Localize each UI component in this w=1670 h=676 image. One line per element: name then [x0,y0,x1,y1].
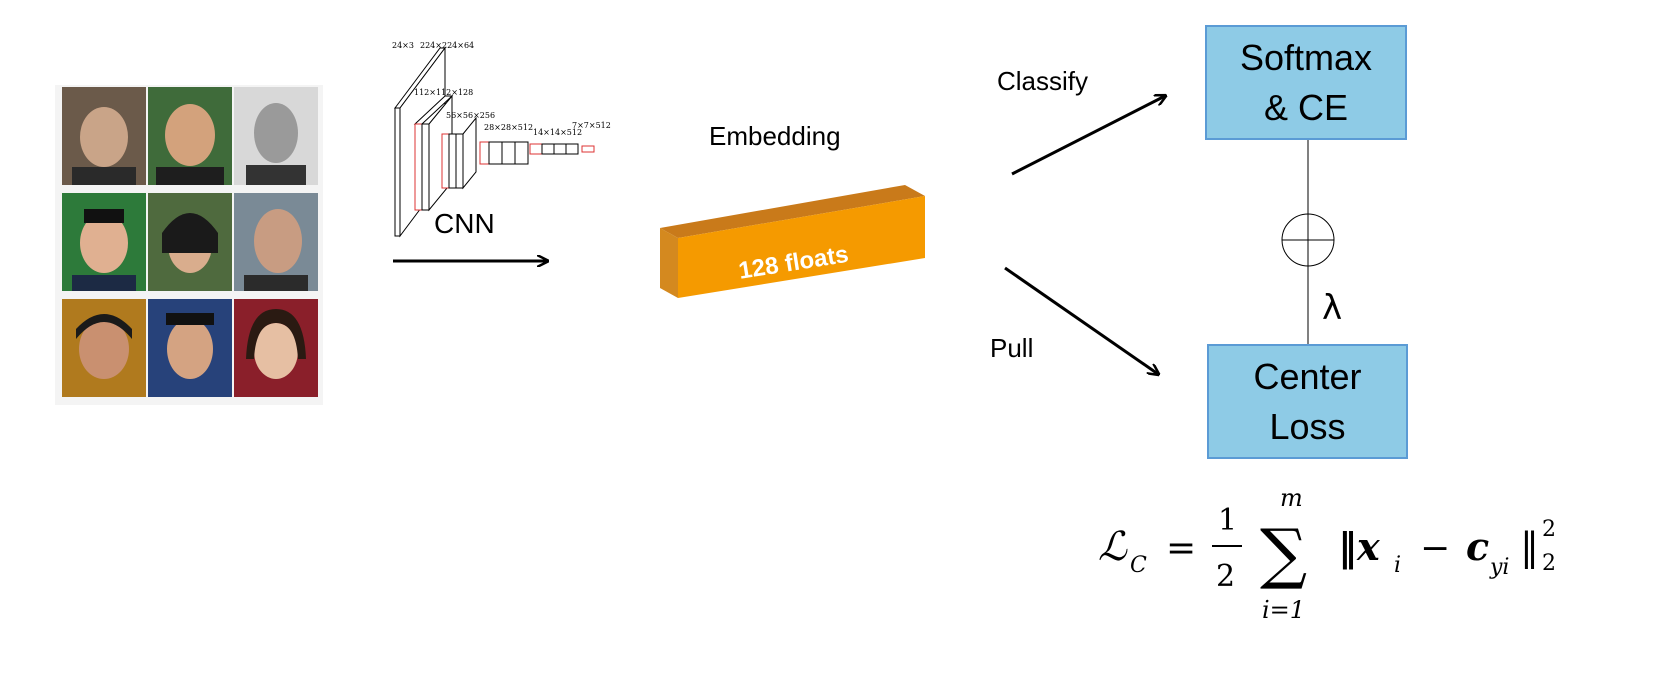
formula-norm-sub: 2 [1542,551,1556,576]
lambda-label: λ [1322,288,1343,328]
cnn-dim-label: 224×224×64 [420,41,474,50]
face-image-grid [55,85,323,405]
face-photo [234,193,318,291]
center-loss-box: Center Loss [1207,344,1408,459]
formula-c-sub: yi [1489,555,1509,580]
cnn-dim-label: 14×14×512 [533,128,582,137]
face-photo [148,193,232,291]
formula-c: c [1466,524,1489,569]
face-photo [148,87,232,185]
cnn-dim-label: 56×56×256 [446,111,495,120]
softmax-ce-box: Softmax & CE [1205,25,1407,140]
pull-arrow [1004,266,1158,374]
oplus-icon [1281,213,1335,267]
classify-arrow [1011,96,1165,176]
pull-label: Pull [990,333,1034,363]
formula-lhs: ℒ [1098,524,1128,570]
formula-frac-den: 2 [1216,559,1235,594]
cnn-dim-label: 28×28×512 [484,123,533,132]
cnn-dim-label: 24×3 [392,41,414,50]
center-loss-formula: ℒ C = 1 2 ∑ m i=1 ‖x i − c yi ‖ 2 2 [1098,484,1556,624]
softmax-line-1: Softmax [1239,36,1373,78]
formula-sum-top: m [1280,484,1303,512]
face-photo [62,299,146,397]
formula-equals: = [1166,528,1196,569]
formula-square: 2 [1542,517,1556,542]
center-loss-line-2: Loss [1269,405,1346,447]
face-photo [62,193,146,291]
classify-label: Classify [997,66,1089,96]
face-photo [148,299,232,397]
cnn-label: CNN [434,208,495,239]
formula-x-sub: i [1394,553,1401,578]
formula-body: ‖x [1338,524,1381,569]
formula-sum-bottom: i=1 [1262,596,1305,624]
formula-frac-num: 1 [1218,503,1237,538]
formula-minus: − [1420,528,1450,569]
center-loss-line-1: Center [1253,355,1362,397]
cnn-dim-label: 7×7×512 [572,121,611,130]
face-photo [234,299,318,397]
face-photo [234,87,318,185]
formula-sum-sign: ∑ [1260,515,1307,592]
cnn-architecture-diagram: 24×3 224×224×64 112×112×128 56×56×256 28… [392,41,611,238]
face-photo [62,87,146,185]
formula-lhs-sub: C [1130,553,1147,578]
formula-close: ‖ [1520,525,1539,569]
cnn-dim-label: 112×112×128 [414,88,473,97]
embedding-block: 128 floats [660,185,925,298]
embedding-label: Embedding [709,121,841,151]
softmax-line-2: & CE [1263,86,1349,128]
